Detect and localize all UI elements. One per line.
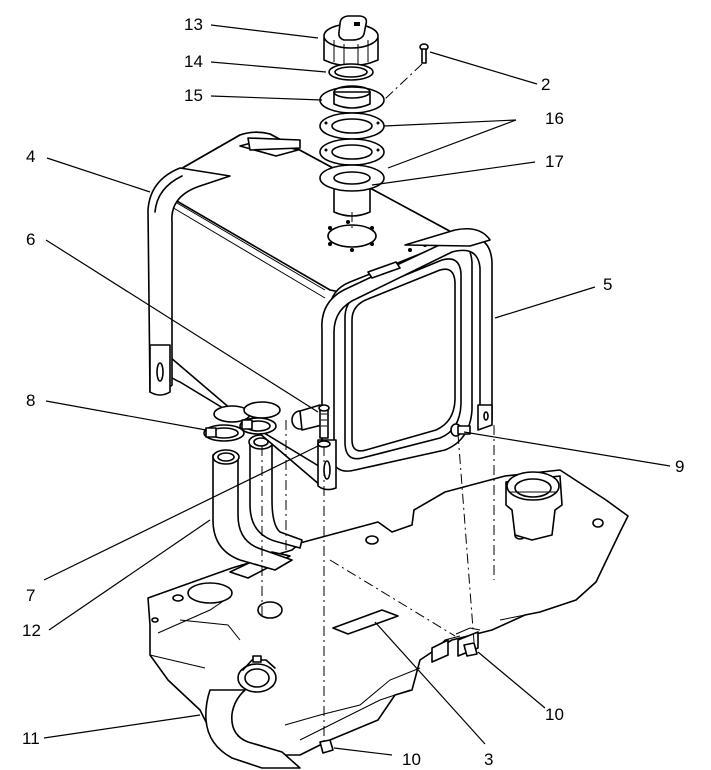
callout-15: 15: [184, 86, 203, 105]
filler-neck: [319, 85, 385, 114]
callout-13: 13: [184, 15, 203, 34]
strap-right: [317, 227, 493, 491]
callout-17: 17: [545, 152, 564, 171]
callout-6: 6: [26, 230, 35, 249]
leader-lines: [43, 24, 671, 756]
screw-small: [419, 43, 429, 64]
callout-9: 9: [675, 457, 684, 476]
callout-16: 16: [545, 109, 564, 128]
filler-gaskets: [319, 112, 385, 166]
strap-left: [147, 137, 301, 396]
callout-14: 14: [184, 52, 203, 71]
return-hose: [205, 655, 301, 769]
callout-7: 7: [26, 586, 35, 605]
center-lines: [261, 63, 495, 742]
suction-hose: [212, 434, 303, 571]
outlet-fitting: [505, 471, 563, 541]
hydraulic-tank: [149, 131, 476, 486]
callout-10-bottom: 10: [402, 750, 421, 769]
nut-right: [463, 642, 478, 657]
callout-10-right: 10: [545, 705, 564, 724]
callout-2: 2: [541, 75, 550, 94]
callout-3: 3: [484, 750, 493, 769]
callout-12: 12: [22, 621, 41, 640]
strainer: [319, 164, 385, 217]
hose-clamps: [203, 417, 277, 442]
callout-labels: 13 14 15 2 16 17 4 6 5 8 9 7 12 10 11 10…: [22, 15, 684, 769]
nut-bottom: [319, 739, 334, 754]
callout-8: 8: [26, 391, 35, 410]
breather-cap: [323, 15, 379, 67]
strap-screw: [317, 404, 331, 448]
callout-4: 4: [26, 147, 35, 166]
callout-5: 5: [603, 275, 612, 294]
callout-11: 11: [22, 729, 40, 748]
screw: [450, 423, 471, 437]
gasket: [328, 63, 374, 81]
